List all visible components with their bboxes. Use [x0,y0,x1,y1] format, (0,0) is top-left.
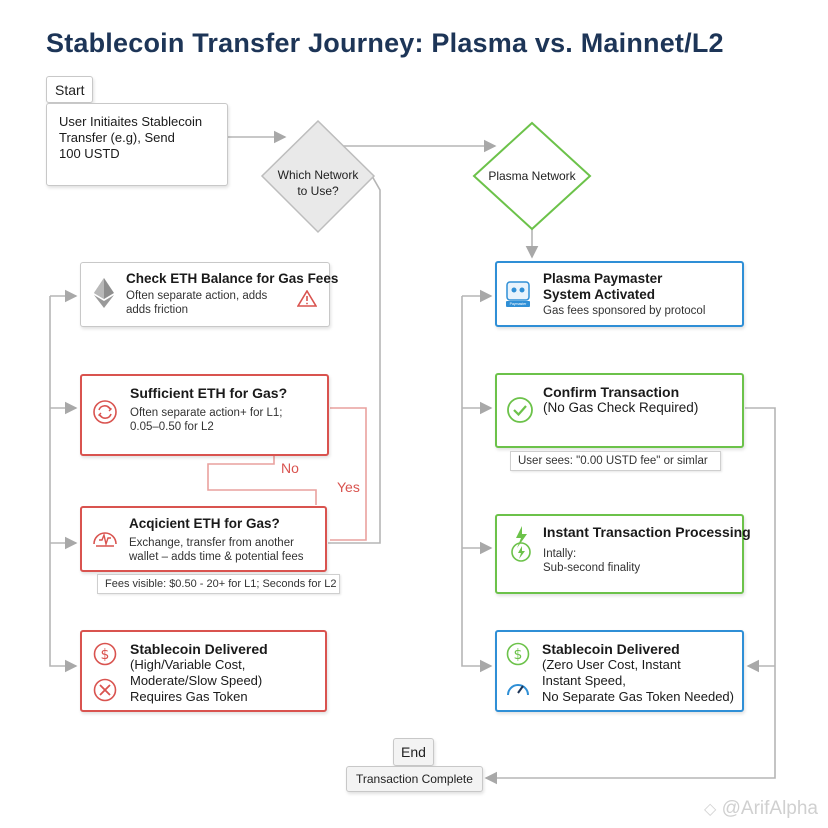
left-delivered-line-3: Requires Gas Token [130,689,248,704]
start-text-line-1: User Initiaites Stablecoin [59,114,203,129]
check-eth-line-2: adds friction [126,304,189,316]
start-text-line-2: Transfer (e.g), Send [59,130,175,145]
user-fee-note: User sees: "0.00 USTD fee" or simlar [510,451,721,471]
gauge-icon [93,532,117,547]
paymaster-title-line-1: Plasma Paymaster [543,271,663,286]
instant-line-2: Sub-second finality [543,562,641,574]
instant-line-1: Intally: [543,548,577,560]
lightning-icon [511,526,531,562]
start-label: Start [55,82,85,98]
refresh-icon [93,400,117,424]
paymaster-box: Paymaster Plasma Paymaster System Activa… [495,261,744,327]
right-delivered-title: Stablecoin Delivered [542,641,680,657]
no-label: No [281,460,299,476]
svg-text:$: $ [101,647,110,663]
start-text-line-3: 100 USTD [59,146,120,161]
end-label: End [401,744,426,760]
check-eth-line-1: Often separate action, adds [126,290,268,302]
check-circle-icon [507,397,533,423]
left-delivered-title: Stablecoin Delivered [130,641,268,657]
left-delivered-line-1: (High/Variable Cost, [130,657,246,672]
right-delivered-box: $ Stablecoin Delivered (Zero User Cost, … [495,630,744,712]
decision-text: Which Network to Use? [258,167,378,199]
sufficient-title: Sufficient ETH for Gas? [130,385,288,401]
acquire-title: Acqicient ETH for Gas? [129,516,280,531]
left-delivered-line-2: Moderate/Slow Speed) [130,673,263,688]
start-label-box: Start [46,76,93,103]
decision-diamond [260,119,376,234]
end-label-box: End [393,738,434,766]
right-delivered-line-2: Instant Speed, [542,673,626,688]
check-eth-box: Check ETH Balance for Gas Fees Often sep… [80,262,338,327]
watermark-text: @ArifAlpha [721,798,818,819]
ethereum-icon [94,278,114,308]
acquire-line-1: Exchange, transfer from another [129,537,294,549]
end-box: Transaction Complete [346,766,483,792]
fees-note: Fees visible: $0.50 - 20+ for L1; Second… [97,574,340,594]
decision-line-2: to Use? [297,184,339,198]
watermark-logo-icon: ◇ [704,801,717,818]
instant-title: Instant Transaction Processing [543,524,751,540]
right-delivered-line-3: No Separate Gas Token Needed) [542,689,734,704]
check-eth-title: Check ETH Balance for Gas Fees [126,271,339,286]
warning-icon [297,290,317,307]
dollar-icon: $ [93,642,117,666]
paymaster-logo-text: Paymaster [509,302,527,306]
svg-text:$: $ [514,647,523,663]
paymaster-title-line-2: System Activated [543,287,656,302]
left-delivered-box: $ Stablecoin Delivered (High/Variable Co… [80,630,327,712]
paymaster-logo-icon: Paymaster [505,279,531,309]
confirm-line: (No Gas Check Required) [543,400,699,415]
confirm-box: Confirm Transaction (No Gas Check Requir… [495,373,744,448]
yes-label: Yes [337,479,360,495]
watermark: ◇ @ArifAlpha [704,798,818,820]
acquire-eth-box: Acqicient ETH for Gas? Exchange, transfe… [80,506,327,572]
start-box: User Initiaites Stablecoin Transfer (e.g… [46,103,228,186]
end-text: Transaction Complete [356,772,473,786]
paymaster-line: Gas fees sponsored by protocol [543,305,706,317]
plasma-diamond [472,121,592,231]
sufficient-line-2: 0.05–0.50 for L2 [130,421,214,433]
dollar-icon: $ [506,642,530,666]
sufficient-eth-box: Sufficient ETH for Gas? Often separate a… [80,374,329,456]
right-delivered-line-1: (Zero User Cost, Instant [542,657,681,672]
sufficient-line-1: Often separate action+ for L1; [130,407,283,419]
plasma-network-label: Plasma Network [488,169,576,183]
decision-line-1: Which Network [277,168,359,182]
confirm-title: Confirm Transaction [543,384,680,400]
speedometer-icon [507,684,529,696]
instant-box: Instant Transaction Processing Intally: … [495,514,751,594]
acquire-line-2: wallet – adds time & potential fees [129,551,304,563]
cross-circle-icon [93,678,117,702]
page-title: Stablecoin Transfer Journey: Plasma vs. … [46,28,724,58]
